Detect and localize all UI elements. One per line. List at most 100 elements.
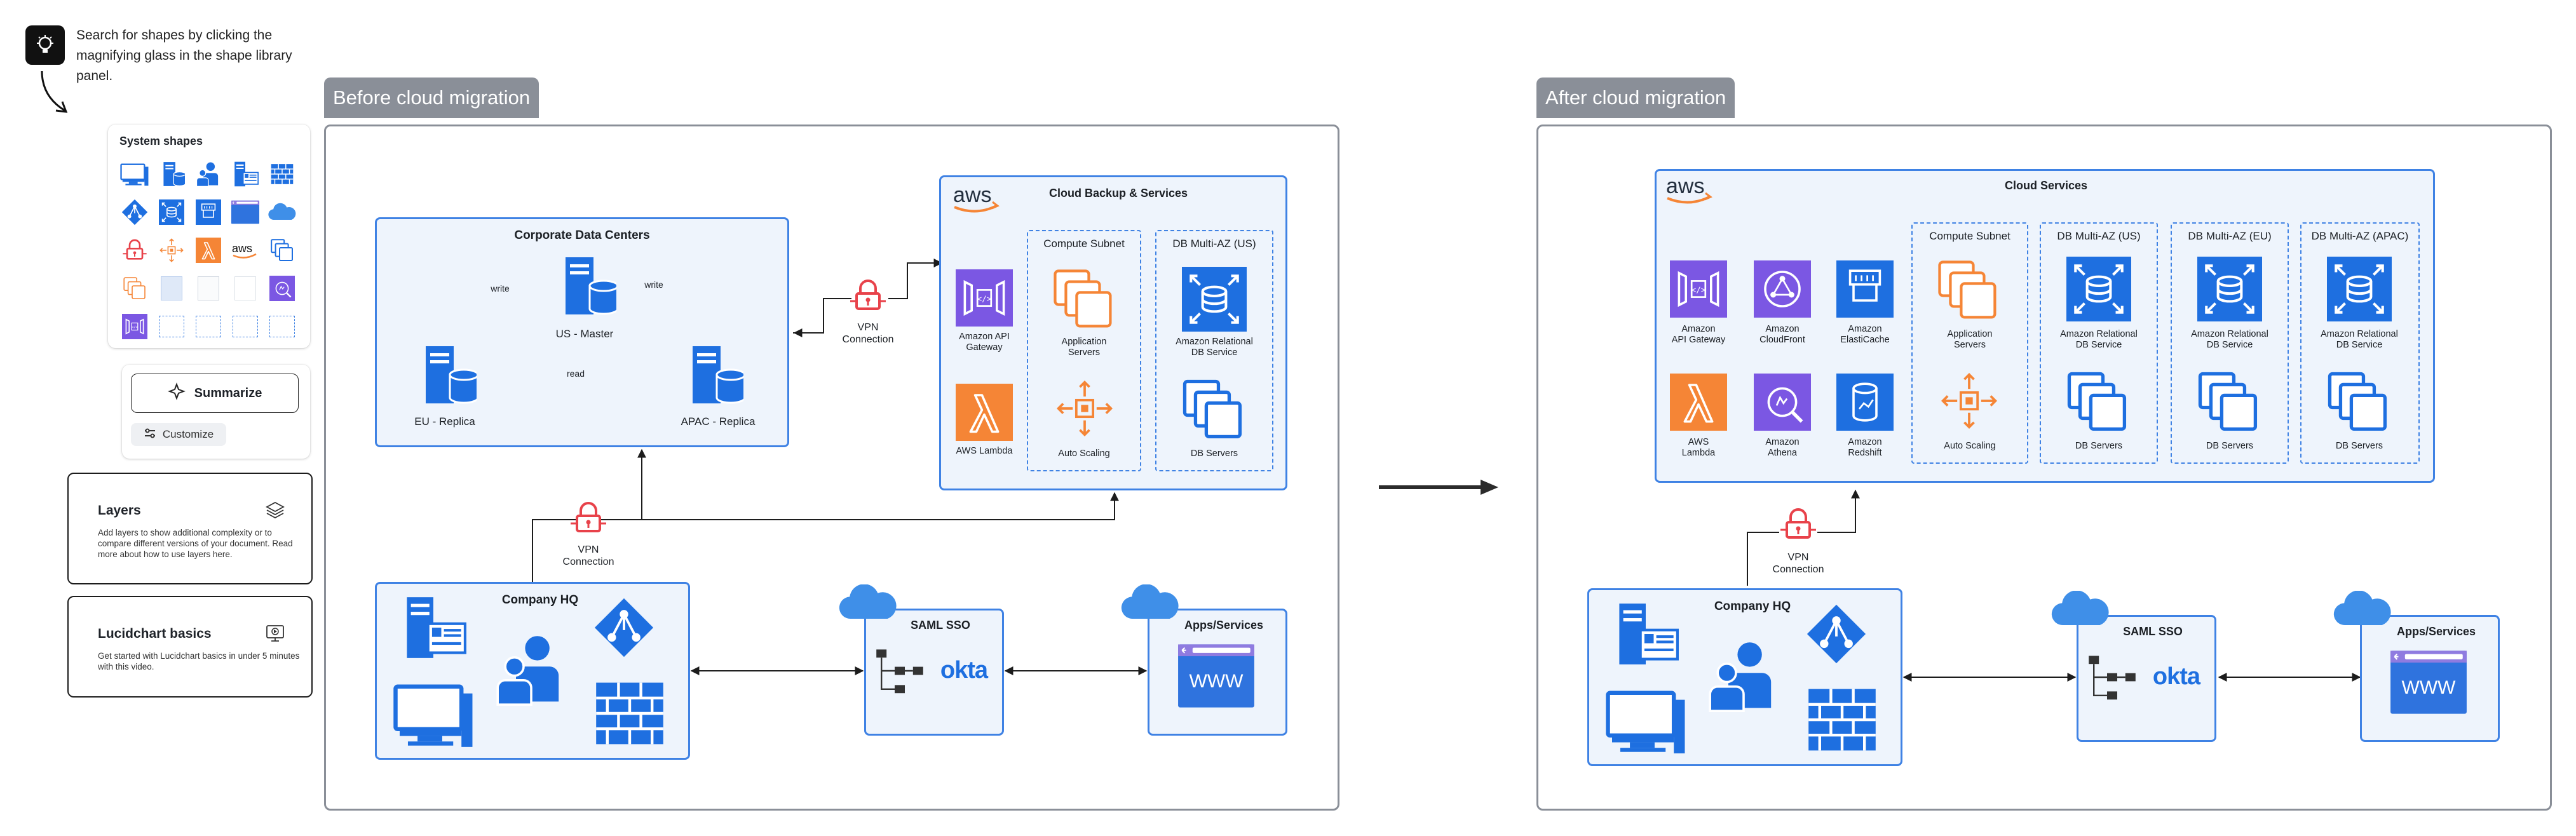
saml-sso-title: SAML SSO [911,619,970,631]
application-servers-icon[interactable] [1934,257,2002,324]
aws-logo-icon: aws [1666,174,1712,204]
rds-label: Amazon Relational DB Service [1176,337,1253,358]
shape-library-panel: System shapes aws [108,125,310,348]
shape-vpn[interactable] [118,234,151,267]
www-browser-icon[interactable]: WWW [2389,649,2468,715]
db-servers-icon[interactable] [2324,368,2392,436]
compute-subnet-group[interactable] [1911,222,2028,464]
shape-server[interactable] [155,158,188,191]
shape-light-box[interactable] [155,272,188,305]
auto-scaling-label: Auto Scaling [1058,448,1110,459]
shape-api-gateway[interactable] [118,310,151,343]
apps-services-box[interactable] [2360,615,2500,742]
shape-www[interactable] [229,196,262,229]
db-servers-label: DB Servers [1190,448,1238,459]
hq-server-icon[interactable] [1613,601,1679,667]
db-multi-az-eu-label: DB Multi-AZ (EU) [2188,230,2272,242]
users-icon[interactable] [1705,638,1782,714]
db-servers-icon[interactable] [1179,376,1247,443]
eu-replica-label: EU - Replica [414,415,475,428]
db-multi-az-apac-group[interactable] [2300,222,2420,464]
users-icon[interactable] [493,631,569,708]
shape-elasticache[interactable] [192,196,225,229]
shape-rds[interactable] [155,196,188,229]
db-multi-az-us-group[interactable] [2040,222,2158,464]
application-servers-icon[interactable] [1050,266,1117,333]
shape-hq-server[interactable] [229,158,262,191]
shape-db-servers[interactable] [266,234,299,267]
company-hq-title: Company HQ [1714,600,1791,613]
firewall-icon[interactable] [1803,685,1881,755]
basics-description: Get started with Lucidchart basics in un… [98,651,300,671]
customize-label: Customize [162,428,214,440]
shape-firewall[interactable] [266,158,299,191]
cloud-icon [837,584,898,621]
api-gateway-icon[interactable] [956,269,1013,327]
sso-tree-icon [2087,652,2138,703]
aws-logo-text: aws [1666,174,1704,198]
rds-icon[interactable] [2066,257,2131,321]
after-frame-title[interactable]: After cloud migration [1536,78,1735,118]
auto-scaling-icon[interactable] [1939,371,1999,431]
lambda-icon[interactable] [956,384,1013,441]
active-directory-icon[interactable] [593,597,654,658]
desktop-icon[interactable] [393,680,475,748]
layers-card[interactable]: Layers Add layers to show additional com… [67,473,313,584]
rds-icon[interactable] [2197,257,2262,321]
vpn-lock-icon[interactable] [849,277,887,315]
auto-scaling-icon[interactable] [1055,379,1115,438]
shape-athena[interactable] [266,272,299,305]
before-frame-title[interactable]: Before cloud migration [324,78,539,118]
shape-dashed-group-3[interactable] [229,310,262,343]
vpn-lock-icon[interactable] [1779,506,1817,544]
shape-plain-box[interactable] [192,272,225,305]
lucidchart-basics-card[interactable]: Lucidchart basics Get started with Lucid… [67,596,313,698]
rds-icon[interactable] [1182,267,1247,332]
corporate-data-centers-box[interactable] [375,217,789,447]
customize-button[interactable]: Customize [131,423,226,446]
shape-cloud[interactable] [266,196,299,229]
summarize-button[interactable]: Summarize [131,374,299,413]
db-multi-az-us-group[interactable] [1155,230,1273,471]
elasticache-icon[interactable] [1836,260,1894,318]
cloudfront-icon[interactable] [1754,260,1811,318]
www-label: WWW [1189,671,1244,692]
desktop-icon[interactable] [1605,686,1688,755]
rds-icon[interactable] [2327,257,2392,321]
shape-desktop[interactable] [118,158,151,191]
vpn-lock-icon[interactable] [569,499,607,537]
shape-users[interactable] [192,158,225,191]
shape-ad-diamond[interactable] [118,196,151,229]
shape-auto-scaling[interactable] [155,234,188,267]
apac-replica-server-icon[interactable] [680,343,743,407]
db-servers-icon[interactable] [2064,368,2131,436]
shape-white-box[interactable] [229,272,262,305]
www-browser-icon[interactable]: WWW [1177,643,1256,709]
athena-icon[interactable] [1754,374,1811,431]
compute-subnet-group[interactable] [1027,230,1141,471]
api-gateway-icon[interactable] [1670,260,1727,318]
shape-dashed-group-1[interactable] [155,310,188,343]
tip-text: Search for shapes by clicking the magnif… [76,28,292,83]
saml-sso-box[interactable] [2077,615,2216,742]
db-multi-az-eu-group[interactable] [2171,222,2289,464]
shape-lambda[interactable] [192,234,225,267]
saml-sso-box[interactable] [864,609,1004,736]
shape-dashed-group-2[interactable] [192,310,225,343]
firewall-icon[interactable] [591,678,668,748]
vpn-top-label: VPN Connection [842,322,894,345]
shape-app-servers[interactable] [118,272,151,305]
db-servers-icon[interactable] [2195,368,2262,436]
compute-subnet-label: Compute Subnet [1929,230,2010,242]
active-directory-icon[interactable] [1806,603,1867,664]
shape-dashed-group-4[interactable] [266,310,299,343]
application-servers-label: Application Servers [1061,337,1107,358]
www-label: WWW [2401,677,2456,698]
lambda-icon[interactable] [1670,374,1727,431]
db-servers-label: DB Servers [2206,441,2254,451]
hq-server-icon[interactable] [400,595,466,661]
redshift-icon[interactable] [1836,374,1894,431]
eu-replica-server-icon[interactable] [413,343,477,407]
aws-logo-icon[interactable]: aws [229,234,262,267]
master-server-icon[interactable] [553,254,616,318]
